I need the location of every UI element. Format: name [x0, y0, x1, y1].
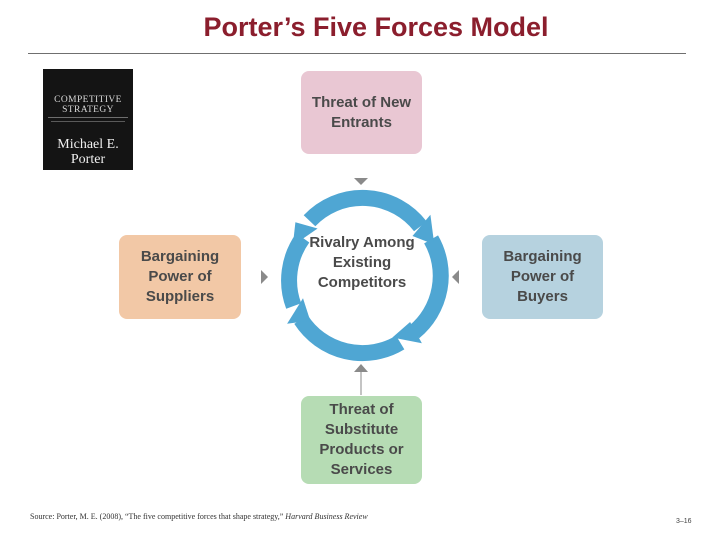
cycle-arc-top: [303, 190, 427, 232]
book-cover-author: Michael E. Porter: [57, 137, 119, 167]
cycle-arc-right: [408, 235, 449, 339]
slide-title: Porter’s Five Forces Model: [203, 12, 549, 42]
book-cover-subtitle-line: [48, 117, 128, 118]
source-journal: Harvard Business Review: [285, 512, 368, 521]
threat-of-substitutes-box: Threat of Substitute Products or Service…: [301, 396, 422, 484]
cycle-arrowhead: [292, 222, 318, 246]
cycle-arrowheads: [287, 214, 435, 344]
book-cover-title: COMPETITIVE STRATEGY: [54, 95, 122, 115]
rivalry-label: Rivalry Among Existing Competitors: [309, 234, 415, 291]
rivalry-cycle-arrows: [281, 190, 449, 362]
title-divider: [28, 53, 686, 54]
cycle-arc-bottom: [294, 315, 405, 362]
source-text: Source: Porter, M. E. (2008), “The five …: [30, 512, 284, 521]
page-number: 3–16: [676, 518, 692, 525]
force-arrows: [261, 178, 459, 395]
arrow-from-new-entrants: [354, 178, 368, 185]
source-citation: Source: Porter, M. E. (2008), “The five …: [30, 512, 368, 521]
arrow-from-buyers: [452, 270, 459, 284]
cycle-arrowhead: [392, 322, 422, 344]
cycle-arc-left: [281, 233, 310, 309]
cycle-arrowhead: [287, 298, 311, 324]
cycle-arrowhead: [412, 214, 435, 245]
book-cover-subtitle-line: [51, 121, 125, 122]
buyer-power-box: Bargaining Power of Buyers: [482, 235, 603, 319]
supplier-power-box: Bargaining Power of Suppliers: [119, 235, 241, 319]
book-cover-image: COMPETITIVE STRATEGY Michael E. Porter: [43, 69, 133, 170]
threat-of-new-entrants-box: Threat of New Entrants: [301, 71, 422, 154]
arrow-from-suppliers: [261, 270, 268, 284]
arrow-from-substitutes: [354, 364, 368, 372]
